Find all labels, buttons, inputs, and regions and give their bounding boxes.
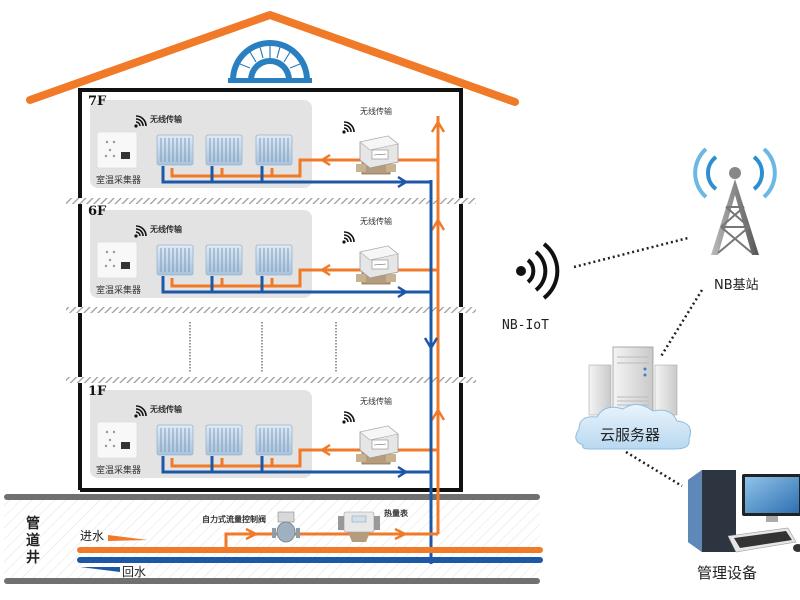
- valve-wireless-icon: [341, 121, 355, 135]
- valve-wireless-label: 无线传输: [360, 397, 392, 406]
- radiator-icon: [205, 134, 243, 166]
- floor-label: 6F: [88, 204, 107, 219]
- supply-riser: [430, 116, 446, 534]
- radiator-icon: [156, 134, 194, 166]
- ground-line-bottom: [4, 578, 540, 584]
- floor-label: 7F: [88, 94, 107, 109]
- room-temp-collector-icon: [96, 241, 138, 279]
- slab-mid-1f: [66, 377, 476, 383]
- nbiot-wifi-icon: [516, 242, 560, 300]
- room-temp-collector-icon: [96, 421, 138, 459]
- return-riser: [423, 180, 439, 564]
- ground-line-top: [4, 494, 540, 500]
- radiator-icon: [205, 244, 243, 276]
- pipe-well-char: 管: [26, 516, 40, 532]
- management-computer-icon: [688, 470, 800, 553]
- omitted-floors-dots: [189, 322, 337, 372]
- floor-1f: [90, 390, 438, 486]
- room-temp-collector-label: 室温采集器: [96, 176, 142, 186]
- heat-meter-icon: [338, 511, 380, 542]
- unit-valve-icon: [355, 425, 399, 465]
- valve-wireless-label: 无线传输: [360, 217, 392, 226]
- nbiot-label: NB-IoT: [502, 318, 549, 333]
- flow-control-valve-icon: [272, 511, 300, 543]
- room-temp-collector-label: 室温采集器: [96, 286, 142, 296]
- slab-6f-mid: [66, 307, 476, 313]
- building-walls: [78, 88, 463, 492]
- room-temp-collector-label: 室温采集器: [96, 466, 142, 476]
- unit-valve-icon: [355, 135, 399, 175]
- heat-meter-label: 热量表: [384, 509, 408, 518]
- return-water-label: 回水: [122, 565, 147, 579]
- wireless-label: 无线传输: [150, 115, 182, 124]
- cloud-server-label: 云服务器: [600, 426, 661, 444]
- supply-water-label: 进水: [80, 529, 105, 543]
- flow-arrow: [319, 153, 331, 167]
- floor-6f: [90, 210, 438, 306]
- pipe-well-area: [4, 500, 540, 578]
- flow-arrow: [319, 263, 331, 277]
- main-return-pipe: [77, 557, 543, 572]
- base-to-cloud-link: [658, 289, 704, 359]
- radiator-icon: [205, 424, 243, 456]
- roof: [26, 11, 519, 106]
- valve-wireless-icon: [341, 231, 355, 245]
- radiator-icon: [255, 244, 293, 276]
- valve-wireless-icon: [341, 411, 355, 425]
- pipe-well-label: 管 道 井: [25, 516, 41, 567]
- nbiot-to-base-link: [573, 236, 689, 269]
- valve-wireless-label: 无线传输: [360, 107, 392, 116]
- floor-label: 1F: [88, 384, 107, 399]
- pipe-well-char: 井: [26, 550, 40, 566]
- wireless-label: 无线传输: [150, 225, 182, 234]
- cloud-server-icon: [575, 346, 691, 450]
- pipe-well-char: 道: [26, 533, 40, 549]
- wireless-label: 无线传输: [150, 405, 182, 414]
- slab-7f-6f: [66, 198, 476, 204]
- flow-arrow: [397, 175, 409, 189]
- unit-valve-icon: [355, 245, 399, 285]
- base-station-label: NB基站: [714, 278, 759, 293]
- supply-branch-pipe: [170, 158, 438, 178]
- flow-arrow: [397, 465, 409, 479]
- radiator-icon: [156, 424, 194, 456]
- radiator-icon: [255, 424, 293, 456]
- radiator-icon: [255, 134, 293, 166]
- flow-control-valve-label: 自力式流量控制阀: [202, 515, 266, 524]
- flow-arrow: [397, 285, 409, 299]
- management-device-label: 管理设备: [697, 564, 758, 582]
- base-station-icon: [693, 147, 777, 255]
- attic-window-icon: [228, 40, 312, 83]
- flow-arrow: [319, 443, 331, 457]
- room-temp-collector-icon: [96, 131, 138, 169]
- supply-branch-pipe: [170, 448, 438, 468]
- cloud-to-management-link: [625, 450, 683, 488]
- supply-branch-pipe: [170, 268, 438, 288]
- radiator-icon: [156, 244, 194, 276]
- floor-7f: [90, 100, 438, 196]
- floors: [90, 100, 438, 486]
